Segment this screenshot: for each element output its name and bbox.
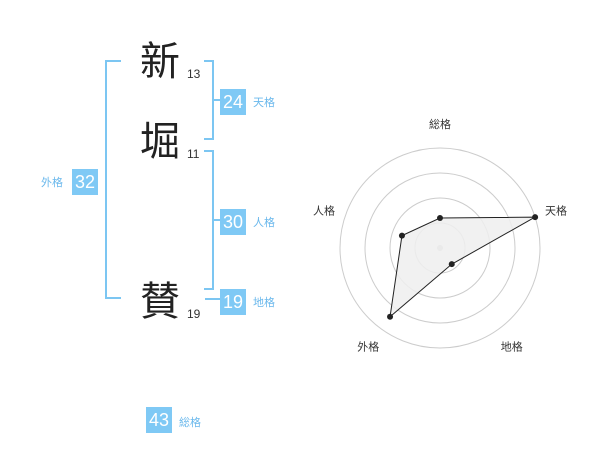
chikaku-connector — [205, 298, 220, 300]
stroke-count-1: 13 — [187, 67, 201, 81]
radar-axis-label-4: 人格 — [313, 203, 335, 217]
radar-area — [389, 216, 536, 319]
jinkaku-bracket — [204, 150, 214, 290]
radar-axis-label-0: 総格 — [429, 117, 451, 131]
radar-point-3 — [387, 313, 394, 320]
soukaku-label: 総格 — [179, 416, 201, 429]
chikaku-score: 19 — [220, 289, 246, 315]
radar-ring — [364, 172, 516, 324]
chikaku-label: 地格 — [253, 296, 275, 309]
radar-axis-label-2: 地格 — [501, 340, 523, 354]
stroke-count-2: 11 — [187, 147, 200, 161]
tenkaku-label: 天格 — [253, 96, 275, 109]
gaikaku-bracket — [105, 60, 121, 299]
name-char-3: 賛 — [140, 279, 180, 325]
radar-ring — [339, 147, 541, 349]
gaikaku-label: 外格 — [41, 176, 63, 189]
name-char-1: 新 — [140, 39, 180, 85]
gaikaku-score: 32 — [72, 169, 98, 195]
tenkaku-connector — [214, 99, 220, 101]
jinkaku-score: 30 — [220, 209, 246, 235]
radar-axis-label-3: 外格 — [357, 340, 379, 354]
jinkaku-connector — [214, 219, 220, 221]
radar-point-4 — [398, 232, 405, 239]
radar-point-0 — [437, 215, 443, 221]
radar-point-2 — [448, 261, 455, 268]
stroke-count-3: 19 — [187, 307, 201, 321]
tenkaku-bracket — [204, 60, 214, 140]
soukaku-score: 43 — [146, 407, 172, 433]
radar-point-1 — [532, 214, 539, 221]
radar-axis-label-1: 天格 — [545, 203, 567, 217]
jinkaku-label: 人格 — [253, 216, 275, 229]
name-char-2: 堀 — [140, 119, 180, 165]
radar-ring — [389, 197, 491, 299]
tenkaku-score: 24 — [220, 89, 246, 115]
